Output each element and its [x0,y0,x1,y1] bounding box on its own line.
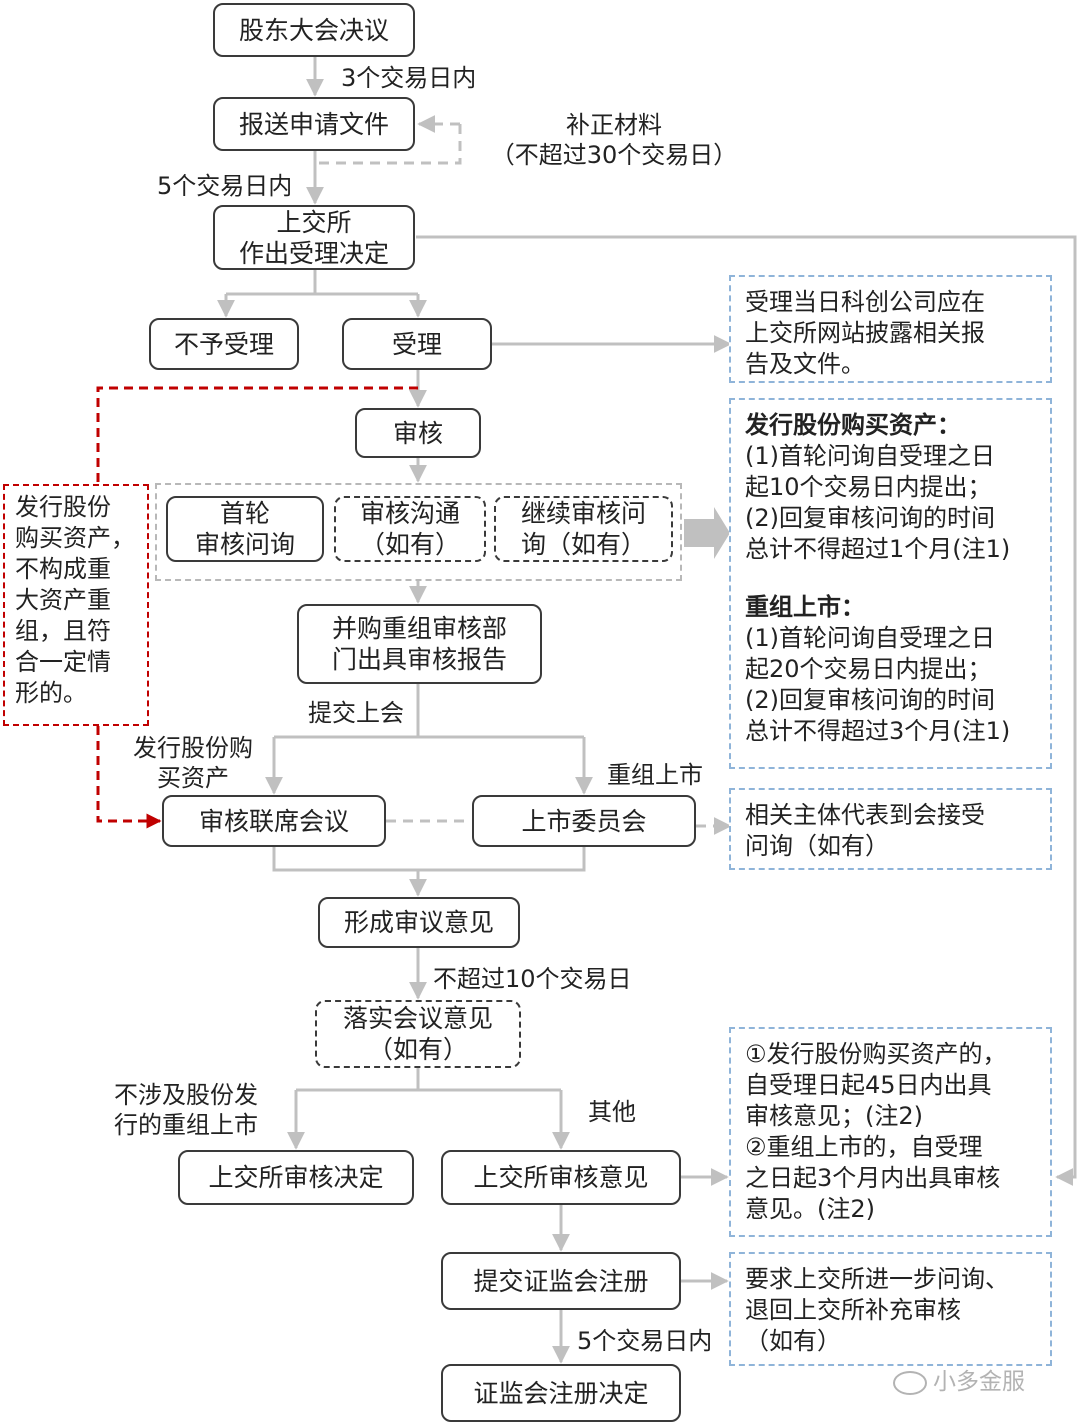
label-3-trading-days: 3个交易日内 [341,64,477,92]
label-restructure-listing: 重组上市 [607,761,703,789]
node-shareholders-resolution: 股东大会决议 [213,3,415,57]
inquiry-group [155,483,682,581]
label-5-trading-days-b: 5个交易日内 [577,1327,713,1355]
node-submit-csrc: 提交证监会注册 [441,1252,681,1310]
node-csrc-decision: 证监会注册决定 [441,1364,681,1422]
label-submit-meeting: 提交上会 [308,699,404,727]
node-not-accepted: 不予受理 [149,318,299,370]
watermark: 小多金服 [893,1362,1025,1396]
label-no-share-restructure: 不涉及股份发 行的重组上市 [114,1081,258,1139]
node-review-communication: 审核沟通（如有） [334,496,486,562]
label-max-10-days: 不超过10个交易日 [433,965,632,993]
arrow-supplement-loop [315,124,462,165]
node-review: 审核 [355,408,481,458]
node-sse-opinion: 上交所审核意见 [441,1150,681,1205]
wechat-icon [893,1370,927,1395]
node-listing-committee: 上市委员会 [472,795,696,847]
label-issue-shares-buy-assets: 发行股份购 买资产 [133,734,253,792]
red-shortcut-to-joint [96,726,162,829]
node-continued-inquiry: 继续审核问询（如有） [494,496,673,562]
label-supplement: 补正材料 （不超过30个交易日） [490,111,738,169]
node-submit-docs: 报送申请文件 [213,97,415,151]
big-arrow-to-inquiry-rules [684,507,730,559]
note-opinion-deadline: ①发行股份购买资产的， 自受理日起45日内出具 审核意见；(注2) ②重组上市的… [729,1027,1052,1237]
node-joint-meeting: 审核联席会议 [162,795,386,847]
node-form-opinion: 形成审议意见 [318,897,520,948]
label-5-trading-days: 5个交易日内 [157,172,293,200]
node-first-inquiry: 首轮审核问询 [166,496,324,562]
red-note-shortcut: 发行股份 购买资产， 不构成重 大资产重 组，且符 合一定情 形的。 [3,484,149,726]
line-meetings-merge [272,847,586,872]
node-sse-decision: 上交所审核决定 [178,1150,414,1205]
label-other: 其他 [588,1098,636,1126]
note-disclosure: 受理当日科创公司应在 上交所网站披露相关报 告及文件。 [729,275,1052,383]
note-inquiry-rules: 发行股份购买资产： (1)首轮问询自受理之日 起10个交易日内提出； (2)回复… [729,398,1052,769]
arrow-sse-to-opinion-deadline [416,235,1077,1186]
red-shortcut-path [96,386,418,484]
note-further-inquiry: 要求上交所进一步问询、 退回上交所补充审核 （如有） [729,1252,1052,1366]
note-attend-meeting: 相关主体代表到会接受 问询（如有） [729,788,1052,870]
node-ma-report: 并购重组审核部门出具审核报告 [297,604,542,684]
node-implement-opinion: 落实会议意见（如有） [315,1000,521,1068]
node-sse-accept-decision: 上交所作出受理决定 [213,205,415,270]
node-accepted: 受理 [342,318,492,370]
